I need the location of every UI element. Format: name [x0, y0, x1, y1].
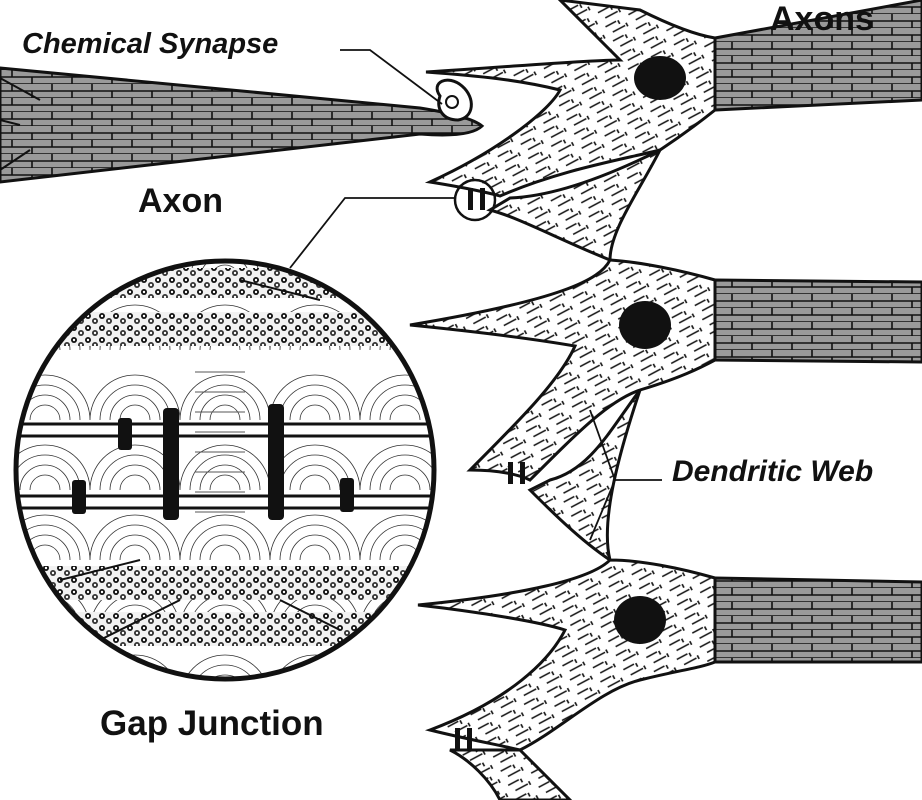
chemical-synapse-bouton — [435, 78, 473, 122]
gap-junction-label: Gap Junction — [100, 704, 324, 743]
neuron-partial-bottom — [449, 748, 573, 800]
neuron-bottom — [417, 389, 717, 752]
axon-label: Axon — [138, 182, 223, 220]
gap-junction-markers — [453, 178, 525, 750]
axons-label: Axons — [770, 0, 874, 38]
magnified-gap-junction — [13, 258, 437, 682]
dendritic-web-label: Dendritic Web — [672, 455, 874, 488]
left-axon — [0, 66, 485, 184]
leader-lines — [289, 49, 662, 541]
neuron-top — [424, 0, 717, 198]
chemical-synapse-label: Chemical Synapse — [22, 28, 279, 60]
right-axons — [713, 0, 922, 664]
neuron-middle — [409, 146, 717, 482]
